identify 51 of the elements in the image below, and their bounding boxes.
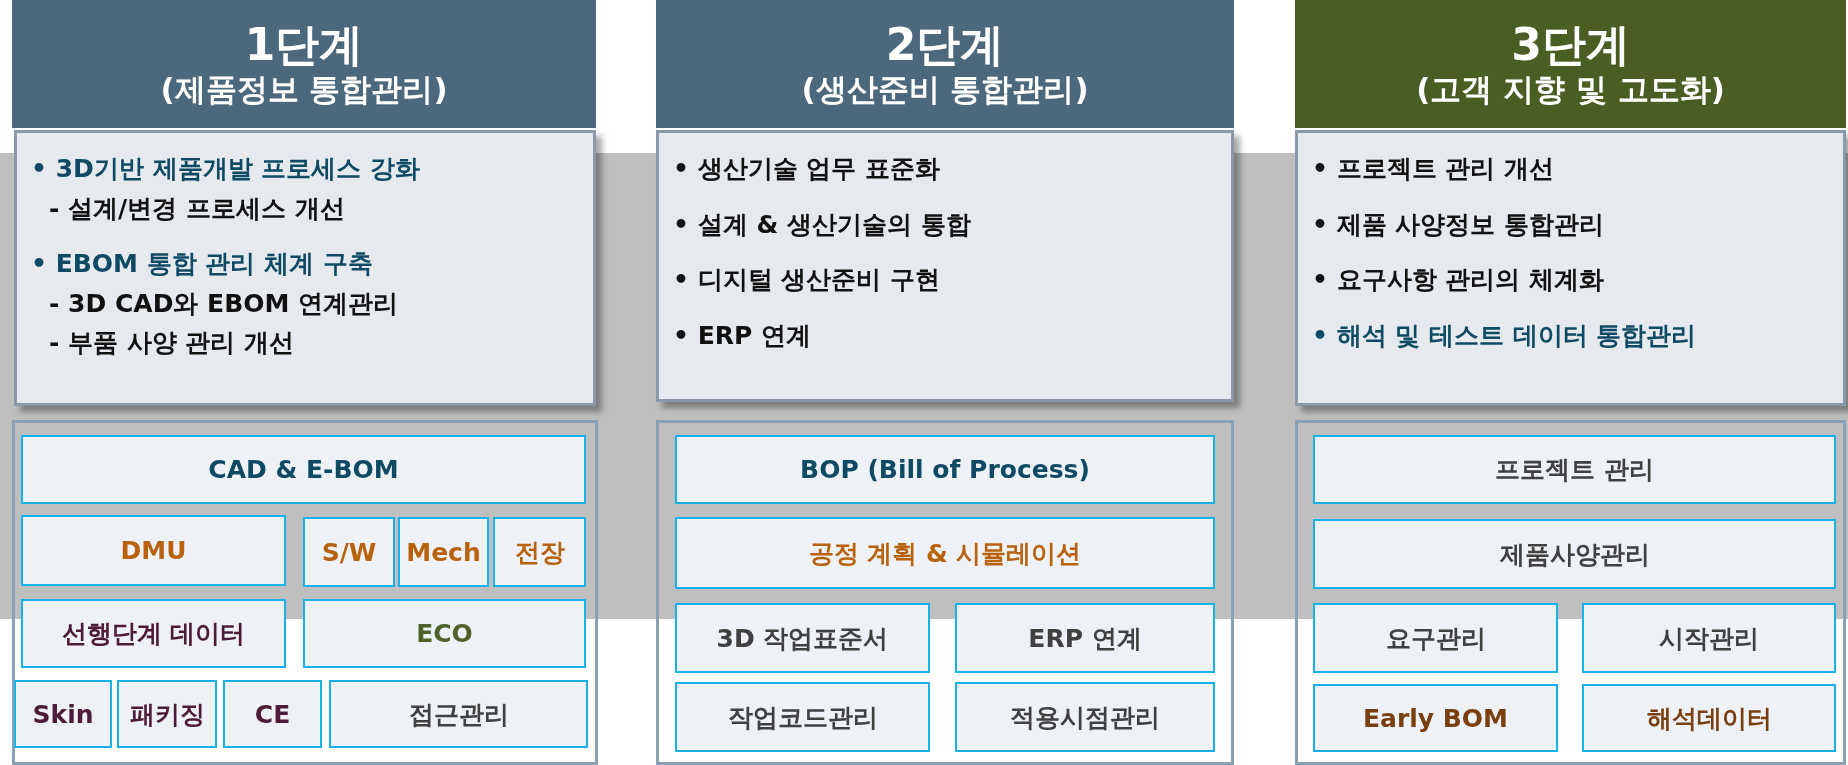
module-box: 선행단계 데이터	[21, 599, 286, 668]
bullet-item: • EBOM 통합 관리 체계 구축	[31, 248, 374, 280]
bullet-item: • 프로젝트 관리 개선	[1312, 153, 1556, 185]
module-box: S/W	[303, 517, 395, 587]
module-box: 해석데이터	[1582, 684, 1836, 752]
module-box: ECO	[303, 599, 586, 668]
module-box: CAD & E-BOM	[21, 435, 586, 504]
bullet-item: • 생산기술 업무 표준화	[673, 153, 942, 185]
stage-title: 2단계	[885, 20, 1005, 71]
module-box: Mech	[398, 517, 489, 587]
sub-item: - 3D CAD와 EBOM 연계관리	[48, 287, 400, 320]
bullet-item: • 요구사항 관리의 체계화	[1312, 264, 1606, 296]
module-panel	[12, 420, 598, 765]
module-box: 패키징	[117, 680, 217, 748]
stage-title: 1단계	[244, 20, 364, 71]
module-box: CE	[223, 680, 322, 748]
sub-item: - 부품 사양 관리 개선	[48, 327, 296, 359]
goal-box	[1295, 130, 1846, 406]
module-box: ERP 연계	[955, 603, 1215, 673]
module-box: 시작관리	[1582, 603, 1836, 673]
module-box: DMU	[21, 515, 286, 586]
stage-title: 3단계	[1511, 20, 1630, 71]
bullet-item: • 디지털 생산준비 구현	[673, 264, 942, 296]
bullet-item: • 3D기반 제품개발 프로세스 강화	[31, 153, 421, 185]
module-panel	[1295, 420, 1846, 765]
module-box: BOP (Bill of Process)	[675, 435, 1215, 504]
bullet-item: • 제품 사양정보 통합관리	[1312, 208, 1606, 241]
stage-subtitle: (고객 지향 및 고도화)	[1416, 70, 1725, 108]
stage-subtitle: (생산준비 통합관리)	[801, 70, 1089, 108]
goal-box	[656, 130, 1234, 402]
stage-header	[1295, 0, 1846, 128]
bullet-item: • ERP 연계	[673, 319, 813, 352]
bullet-item: • 해석 및 테스트 데이터 통합관리	[1312, 319, 1698, 352]
stage-header	[12, 0, 596, 128]
module-box: 접근관리	[329, 680, 588, 748]
module-box: 작업코드관리	[675, 682, 930, 752]
stage-subtitle: (제품정보 통합관리)	[160, 70, 448, 108]
module-panel	[656, 420, 1234, 765]
module-box: 제품사양관리	[1313, 519, 1836, 589]
sub-item: - 설계/변경 프로세스 개선	[48, 192, 346, 225]
module-box: 전장	[493, 517, 586, 587]
module-box: Skin	[14, 680, 112, 748]
module-box: Early BOM	[1313, 684, 1558, 752]
module-box: 프로젝트 관리	[1313, 435, 1836, 504]
module-box: 3D 작업표준서	[675, 603, 930, 673]
goal-box	[14, 130, 596, 406]
module-box: 적용시점관리	[955, 682, 1215, 752]
bullet-item: • 설계 & 생산기술의 통합	[673, 208, 972, 241]
stage-header	[656, 0, 1234, 128]
module-box: 공정 계획 & 시뮬레이션	[675, 517, 1215, 589]
module-box: 요구관리	[1313, 603, 1558, 673]
